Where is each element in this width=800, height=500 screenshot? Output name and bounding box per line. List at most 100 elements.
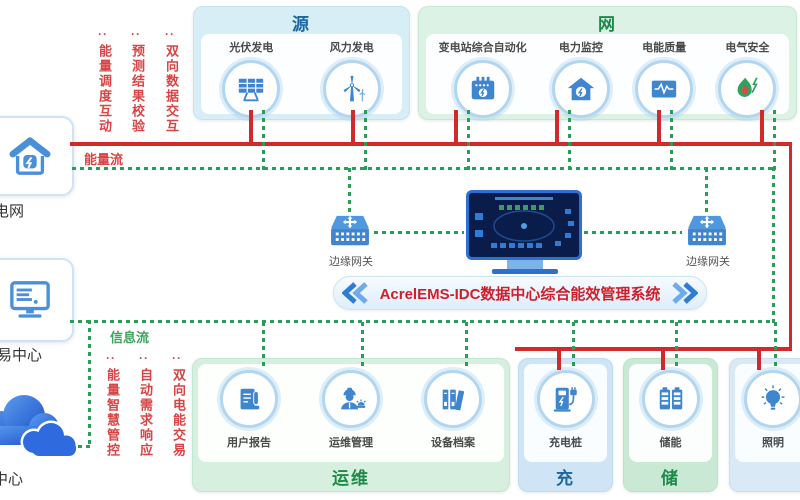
grid-group-box: 网 变电站综合自动化 电力监控 电能质量 电气安全: [418, 6, 797, 120]
worker-icon: [341, 387, 366, 410]
energy-flow-label: 能量流: [84, 152, 124, 167]
annotation-top: 能量调度互动: [97, 44, 112, 134]
node-substation: 变电站综合自动化: [439, 34, 527, 118]
system-banner-title: AcrelEMS-IDC数据中心综合能效管理系统: [379, 285, 661, 303]
charge-group-title: 充: [556, 469, 575, 488]
charge-group-box: 充电桩 充: [518, 358, 613, 492]
node-label: 变电站综合自动化: [438, 42, 527, 54]
info-link-monitor-gateway-right: [584, 231, 682, 234]
annotation-dots: ··: [106, 351, 116, 365]
annotation-bottom: 能量智慧管控: [105, 368, 120, 458]
annotation-dots: ··: [172, 351, 182, 365]
energy-flow-line-top: [70, 142, 792, 146]
info-stub: [364, 110, 367, 170]
node-label: 用户报告: [227, 437, 271, 449]
monitor-stand: [507, 260, 543, 269]
annotation-dots: ··: [139, 351, 149, 365]
node-user-report: 用户报告: [220, 364, 278, 450]
node-om-management: 运维管理: [322, 364, 380, 450]
energy-flow-line-right: [788, 142, 792, 350]
annotation-dots: ··: [131, 27, 141, 41]
system-banner: AcrelEMS-IDC数据中心综合能效管理系统: [333, 276, 707, 310]
energy-stub: [249, 110, 253, 145]
info-stub: [361, 322, 364, 368]
cloud-node-label: 云中心: [0, 471, 24, 488]
chevron-left-icon: [342, 282, 368, 304]
energy-stub: [351, 110, 355, 145]
battery-icon: [659, 387, 682, 410]
info-stub: [675, 322, 678, 368]
info-stub: [572, 322, 575, 368]
light-bulb-icon: [761, 385, 785, 410]
info-stub-gateway-right: [705, 168, 708, 218]
node-label: 风力发电: [329, 42, 374, 54]
annotation-top: 预测结果校验: [130, 44, 145, 134]
trade-node-label: 交易中心: [0, 347, 43, 364]
cloud-icon: [0, 395, 78, 458]
om-group-title: 运维: [332, 469, 370, 488]
energy-flow-line-bottom: [515, 347, 792, 351]
node-power-quality: 电能质量: [635, 34, 694, 118]
solar-panel-icon: [239, 78, 264, 102]
trade-node-card: [0, 258, 74, 342]
info-stub: [568, 110, 571, 170]
node-label: 电力监控: [558, 42, 603, 54]
ems-monitor: [466, 190, 582, 260]
node-lighting: 照明: [744, 364, 800, 450]
node-power-monitoring: 电力监控: [551, 34, 610, 118]
lighting-group-box: 照明: [729, 358, 800, 492]
energy-stub: [555, 110, 559, 145]
info-flow-line-right: [772, 167, 775, 324]
info-stub: [670, 110, 673, 170]
energy-stub: [557, 347, 561, 370]
info-stub: [262, 322, 265, 368]
annotation-dots: ··: [98, 27, 108, 41]
info-flow-line-left: [88, 320, 91, 448]
chevron-right-icon: [672, 282, 698, 304]
info-stub-gateway-left: [348, 168, 351, 218]
grid-node-label: 电网: [0, 203, 25, 220]
energy-stub: [661, 347, 665, 370]
storage-group-box: 储能 储: [623, 358, 718, 492]
node-label: 照明: [762, 437, 784, 449]
archive-books-icon: [442, 389, 465, 411]
electrical-safety-icon: [738, 77, 759, 97]
energy-stub: [760, 110, 764, 145]
trade-monitor-icon: [10, 281, 50, 318]
monitor-base: [492, 269, 558, 274]
node-label: 电能质量: [642, 42, 687, 54]
report-icon: [240, 388, 260, 410]
grid-node-card: [0, 116, 74, 196]
node-charging-pile: 充电桩: [536, 364, 595, 450]
annotation-top: 双向数据交互: [164, 44, 179, 134]
grid-group-title: 网: [598, 15, 617, 34]
node-solar: 光伏发电: [222, 34, 281, 118]
edge-gateway-label: 边缘网关: [329, 256, 373, 268]
node-label: 充电桩: [549, 437, 582, 449]
power-monitor-icon: [567, 77, 594, 101]
wind-turbine-icon: [343, 75, 366, 102]
info-stub: [467, 110, 470, 170]
info-stub-cloud: [70, 445, 90, 448]
edge-gateway-label: 边缘网关: [686, 256, 730, 268]
info-flow-line-bottom: [70, 320, 775, 323]
annotation-bottom: 双向电能交易: [171, 368, 186, 458]
info-stub: [773, 110, 776, 170]
info-link-gateway-monitor-left: [374, 231, 464, 234]
ems-dashboard-screen: [469, 193, 579, 257]
source-group-box: 源 光伏发电 风力发电: [193, 6, 410, 120]
edge-gateway-icon: [688, 215, 726, 246]
info-flow-label: 信息流: [110, 330, 150, 345]
node-energy-storage: 储能: [641, 364, 700, 450]
node-wind: 风力发电: [322, 34, 381, 118]
energy-stub: [657, 110, 661, 145]
info-stub: [465, 322, 468, 368]
node-equipment-archive: 设备档案: [424, 364, 482, 450]
annotation-dots: ··: [165, 27, 175, 41]
info-stub: [262, 110, 265, 170]
node-label: 光伏发电: [229, 42, 274, 54]
node-electrical-safety: 电气安全: [718, 34, 777, 118]
node-label: 设备档案: [431, 437, 475, 449]
ev-charger-icon: [553, 387, 577, 412]
